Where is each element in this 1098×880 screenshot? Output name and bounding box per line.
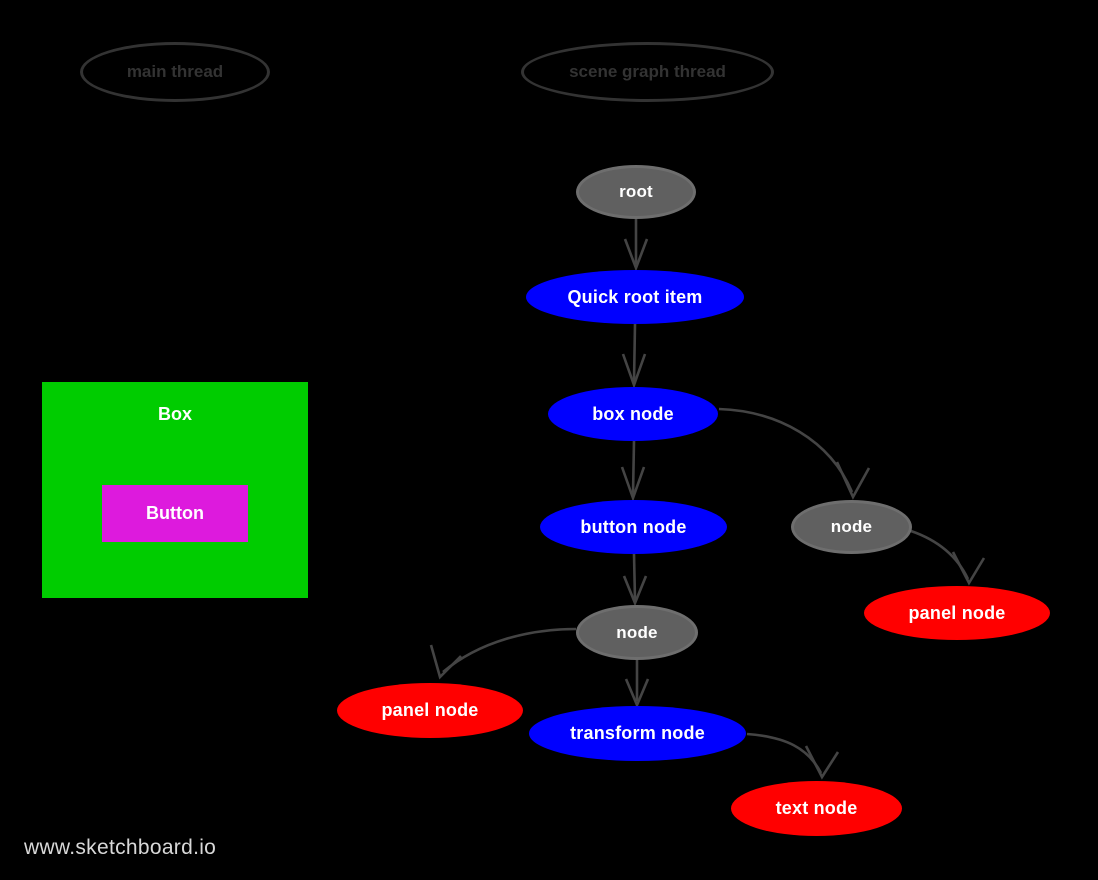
node-button-node[interactable]: button node xyxy=(540,500,727,554)
edge-quick-root-item-to-box-node xyxy=(621,323,647,389)
edge-node-mid-to-panel-node-left xyxy=(429,627,577,680)
swimlane-main-thread-label: main thread xyxy=(126,62,224,81)
button-widget[interactable]: Button xyxy=(102,485,248,542)
node-panel-node-left-label: panel node xyxy=(381,700,479,720)
node-box-node[interactable]: box node xyxy=(548,387,718,441)
node-node-right[interactable]: node xyxy=(791,500,912,554)
node-text-node[interactable]: text node xyxy=(731,781,902,836)
edge-box-node-to-button-node xyxy=(620,440,646,502)
node-panel-node-right[interactable]: panel node xyxy=(864,586,1050,640)
node-panel-node-right-label: panel node xyxy=(908,602,1006,623)
edge-transform-node-to-text-node xyxy=(746,732,840,780)
node-root-label: root xyxy=(619,182,653,201)
edge-node-mid-to-transform-node xyxy=(624,660,650,709)
node-panel-node-left[interactable]: panel node xyxy=(337,683,523,738)
swimlane-main-thread[interactable]: main thread xyxy=(80,42,270,102)
node-transform-node[interactable]: transform node xyxy=(529,706,746,761)
swimlane-scene-graph-thread-label: scene graph thread xyxy=(569,62,726,81)
edge-root-to-quick-root-item xyxy=(623,219,649,272)
node-node-right-label: node xyxy=(830,517,873,536)
node-button-node-label: button node xyxy=(580,516,687,537)
node-box-node-label: box node xyxy=(592,403,674,424)
node-node-mid-label: node xyxy=(616,622,658,642)
node-root[interactable]: root xyxy=(576,165,696,219)
node-node-mid[interactable]: node xyxy=(576,605,698,660)
box-widget-label: Box xyxy=(157,404,192,424)
node-quick-root-item[interactable]: Quick root item xyxy=(526,270,744,324)
node-quick-root-item-label: Quick root item xyxy=(567,286,703,307)
node-transform-node-label: transform node xyxy=(570,723,705,743)
edge-node-right-to-panel-node-right xyxy=(910,529,986,586)
node-text-node-label: text node xyxy=(775,798,858,818)
swimlane-scene-graph-thread[interactable]: scene graph thread xyxy=(521,42,774,102)
watermark: www.sketchboard.io xyxy=(24,836,217,859)
edge-box-node-to-node-right xyxy=(718,407,871,500)
edge-button-node-to-node-mid xyxy=(622,553,648,607)
button-widget-label: Button xyxy=(146,503,204,523)
